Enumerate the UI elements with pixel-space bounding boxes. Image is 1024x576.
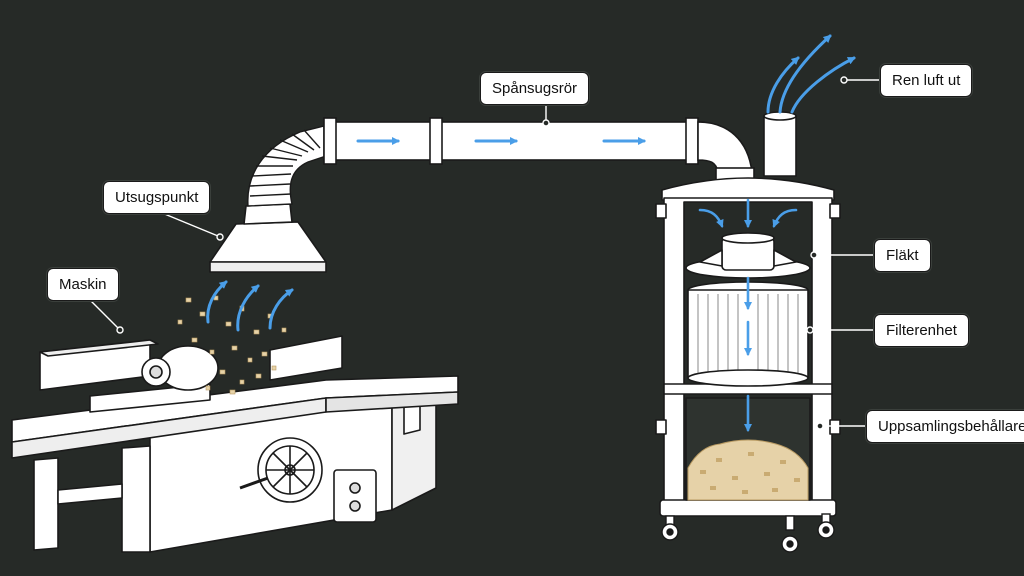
- control-button-icon: [349, 500, 361, 512]
- hood-collar: [243, 203, 293, 225]
- handwheel-icon: [239, 437, 323, 503]
- leader-dot: [816, 422, 824, 430]
- collector-lid: [661, 177, 835, 201]
- label-filter-unit: Filterenhet: [874, 314, 969, 347]
- rising-chips: [177, 295, 287, 395]
- leader-lines: [87, 76, 880, 430]
- machine-leg: [33, 457, 59, 551]
- wood-chip-icon: [185, 297, 192, 303]
- wood-chip-icon: [205, 385, 211, 391]
- flex-hose: [247, 125, 327, 207]
- casters: [661, 513, 835, 553]
- exhaust-stack: [763, 115, 797, 177]
- exhaust-air-flow: [766, 34, 856, 114]
- collected-chips: [687, 439, 809, 501]
- air-flow-arrow-icon: [236, 284, 260, 332]
- chip-pile: [687, 439, 809, 501]
- leader-line-machine: [87, 297, 119, 329]
- air-flow-arrow-icon: [698, 208, 724, 228]
- wood-chip-icon: [177, 319, 183, 325]
- duct-joint: [323, 117, 337, 165]
- chip-duct: [323, 117, 755, 181]
- leader-dot: [116, 326, 124, 334]
- collector-clamp: [655, 419, 667, 435]
- hood-body: [209, 221, 327, 263]
- control-button-icon: [349, 482, 361, 494]
- air-flow-arrow-icon: [778, 34, 832, 114]
- machine-blade-hub-inner: [149, 365, 163, 379]
- machine-side-fence: [269, 335, 343, 381]
- leader-dot: [810, 251, 818, 259]
- caster-wheel-icon: [781, 515, 799, 553]
- leader-dot: [216, 233, 224, 241]
- air-flow-arrow-icon: [268, 288, 294, 330]
- leader-dot: [542, 119, 550, 127]
- fan-blade: [699, 249, 723, 267]
- wood-chip-icon: [199, 311, 206, 317]
- wood-chip-icon: [261, 351, 268, 357]
- label-extraction-point: Utsugspunkt: [103, 181, 211, 214]
- collector-air-flow: [698, 198, 798, 432]
- wood-chip-icon: [191, 337, 198, 343]
- wood-chip-icon: [281, 327, 287, 333]
- filter-pleats: [697, 294, 799, 376]
- label-machine: Maskin: [47, 268, 119, 301]
- machine-fence-block: [89, 383, 211, 413]
- machine-leg: [121, 445, 151, 553]
- collector-base: [659, 499, 837, 517]
- caster-wheel-icon: [817, 513, 835, 539]
- air-flow-arrow-icon: [766, 56, 800, 114]
- wood-chip-icon: [225, 321, 232, 327]
- label-clean-air-out: Ren luft ut: [880, 64, 973, 97]
- collector-clamp: [829, 419, 841, 435]
- caster-wheel-icon: [661, 515, 679, 541]
- label-chip-duct: Spånsugsrör: [480, 72, 590, 105]
- duct-joint: [429, 117, 443, 165]
- wood-chip-icon: [271, 365, 277, 371]
- hood-rim: [209, 261, 327, 273]
- flex-hose-ribs: [249, 129, 321, 197]
- filter-bottom: [687, 369, 809, 387]
- collector-clamp: [829, 203, 841, 219]
- wood-chip-icon: [229, 389, 236, 395]
- label-fan: Fläkt: [874, 239, 931, 272]
- air-flow-arrow-icon: [790, 56, 856, 114]
- machine-stretcher: [57, 483, 123, 505]
- collector-clamp: [655, 203, 667, 219]
- leader-dot: [806, 326, 814, 334]
- wood-chip-icon: [253, 329, 260, 335]
- wood-chip-icon: [239, 379, 245, 385]
- machine-control-box: [333, 469, 377, 523]
- intake-air-flow: [206, 280, 294, 332]
- machine-tabletop-edge-right: [325, 391, 459, 413]
- wood-chip-icon: [219, 369, 226, 375]
- air-flow-arrow-icon: [772, 208, 798, 228]
- wood-chip-icon: [231, 345, 238, 351]
- leader-dot: [840, 76, 848, 84]
- label-collection-container: Uppsamlingsbehållare: [866, 410, 1024, 443]
- fan-blade: [773, 249, 797, 267]
- machine: [11, 335, 459, 553]
- wood-chip-icon: [247, 357, 253, 363]
- air-flow-arrow-icon: [206, 280, 228, 324]
- extraction-hood: [209, 203, 327, 273]
- wood-chip-icon: [209, 349, 215, 355]
- fan-housing-top: [721, 232, 775, 244]
- machine-rear-fence-top: [39, 339, 159, 357]
- wood-chip-icon: [255, 373, 262, 379]
- duct-joint: [685, 117, 699, 165]
- duct-elbow: [697, 121, 753, 173]
